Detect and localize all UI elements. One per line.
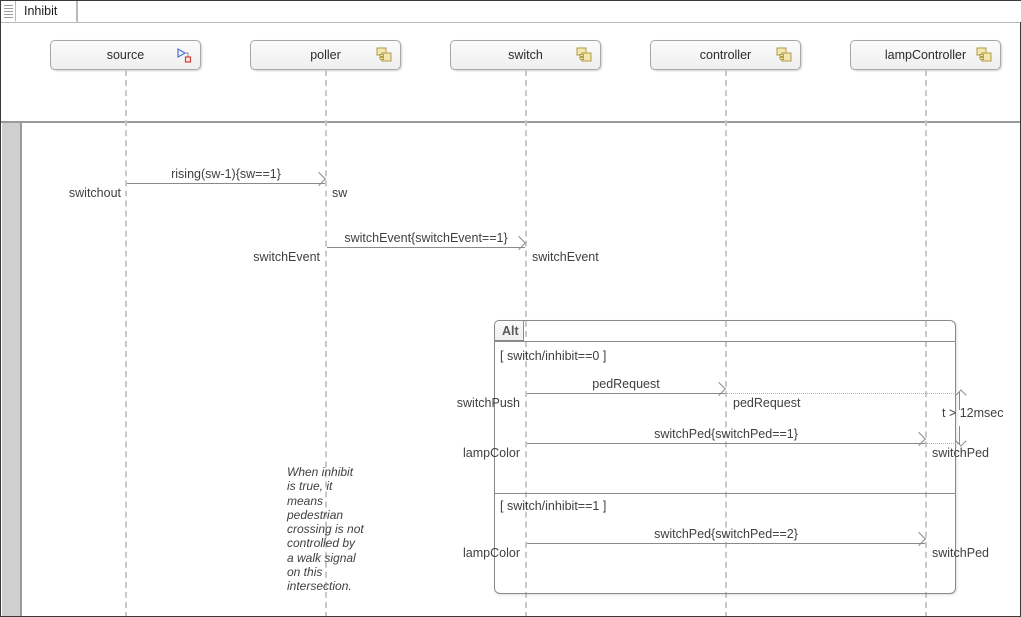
lifeline-head-lampcontroller[interactable]: lampController — [850, 40, 1001, 70]
block-part-icon — [374, 46, 394, 64]
combined-fragment-alt[interactable] — [494, 320, 956, 594]
lifeline-controller — [725, 70, 727, 616]
note-line: is true, it — [287, 479, 333, 494]
note-line: controlled by — [287, 536, 356, 551]
tab-label: Inhibit — [24, 4, 58, 18]
fragment-guard: [ switch/inhibit==0 ] — [500, 349, 607, 363]
duration-arrow-down — [959, 426, 960, 444]
activation-gutter — [2, 123, 22, 616]
note-line: crossing is not — [287, 522, 364, 537]
lifeline-head-switch[interactable]: switch — [450, 40, 601, 70]
tab-strip-empty — [77, 1, 1021, 22]
message-source-port: lampColor — [463, 446, 520, 460]
fragment-operand-divider — [494, 493, 956, 494]
message-arrow[interactable] — [127, 183, 325, 184]
message-arrow[interactable] — [527, 443, 925, 444]
lifeline-name: poller — [310, 48, 341, 62]
signal-event-icon — [174, 46, 194, 64]
message-arrow[interactable] — [527, 543, 925, 544]
fragment-guard: [ switch/inhibit==1 ] — [500, 499, 607, 513]
message-arrow[interactable] — [527, 393, 725, 394]
tab-bar: Inhibit — [1, 1, 1021, 23]
diagram-note[interactable]: When inhibit is true, it means pedestria… — [287, 465, 373, 594]
note-line: a walk signal — [287, 550, 356, 565]
sequence-diagram-canvas[interactable]: source poller — [1, 23, 1020, 616]
lifeline-head-controller[interactable]: controller — [650, 40, 801, 70]
message-target-port: switchEvent — [532, 250, 599, 264]
duration-guide-upper — [725, 393, 960, 394]
lifeline-source — [125, 70, 127, 616]
message-target-port: sw — [332, 186, 348, 200]
message-label: switchPed{switchPed==2} — [654, 527, 798, 541]
lifeline-name: lampController — [884, 48, 967, 62]
block-part-icon — [974, 46, 994, 64]
note-line: on this — [287, 565, 323, 580]
message-source-port: switchPush — [456, 396, 520, 410]
grip-handle-icon[interactable] — [4, 3, 13, 19]
note-line: means — [287, 493, 324, 508]
message-target-port: switchPed — [932, 546, 989, 560]
block-part-icon — [774, 46, 794, 64]
tab-inhibit[interactable]: Inhibit — [15, 1, 77, 22]
lifeline-lampcontroller — [925, 70, 927, 616]
fragment-tab-divider — [494, 341, 956, 342]
lifeline-head-poller[interactable]: poller — [250, 40, 401, 70]
message-arrow[interactable] — [327, 247, 525, 248]
message-label: switchEvent{switchEvent==1} — [344, 231, 508, 245]
note-line: When inhibit — [287, 465, 354, 479]
duration-arrow-up — [959, 392, 960, 410]
fragment-operator-label: Alt — [502, 323, 519, 338]
lifeline-name: controller — [699, 48, 752, 62]
message-source-port: lampColor — [463, 546, 520, 560]
note-line: pedestrian — [287, 507, 344, 522]
lifeline-switch — [525, 70, 527, 616]
message-label: switchPed{switchPed==1} — [654, 427, 798, 441]
header-separator — [1, 121, 1020, 123]
lifeline-poller — [325, 70, 327, 616]
fragment-operator-tab: Alt — [494, 320, 524, 341]
duration-constraint-label: t > 12msec — [942, 406, 1004, 420]
note-line: intersection. — [287, 579, 352, 594]
lifeline-name: source — [106, 48, 145, 62]
message-source-port: switchEvent — [253, 250, 320, 264]
lifeline-name: switch — [508, 48, 543, 62]
block-part-icon — [574, 46, 594, 64]
message-target-port: pedRequest — [733, 396, 801, 410]
message-label: pedRequest — [592, 377, 660, 391]
message-target-port: switchPed — [932, 446, 989, 460]
lifeline-head-source[interactable]: source — [50, 40, 201, 70]
duration-guide-lower — [906, 443, 960, 444]
message-label: rising(sw-1){sw==1} — [171, 167, 281, 181]
message-source-port: switchout — [68, 186, 121, 200]
tab-bar-divider — [1, 22, 1020, 23]
